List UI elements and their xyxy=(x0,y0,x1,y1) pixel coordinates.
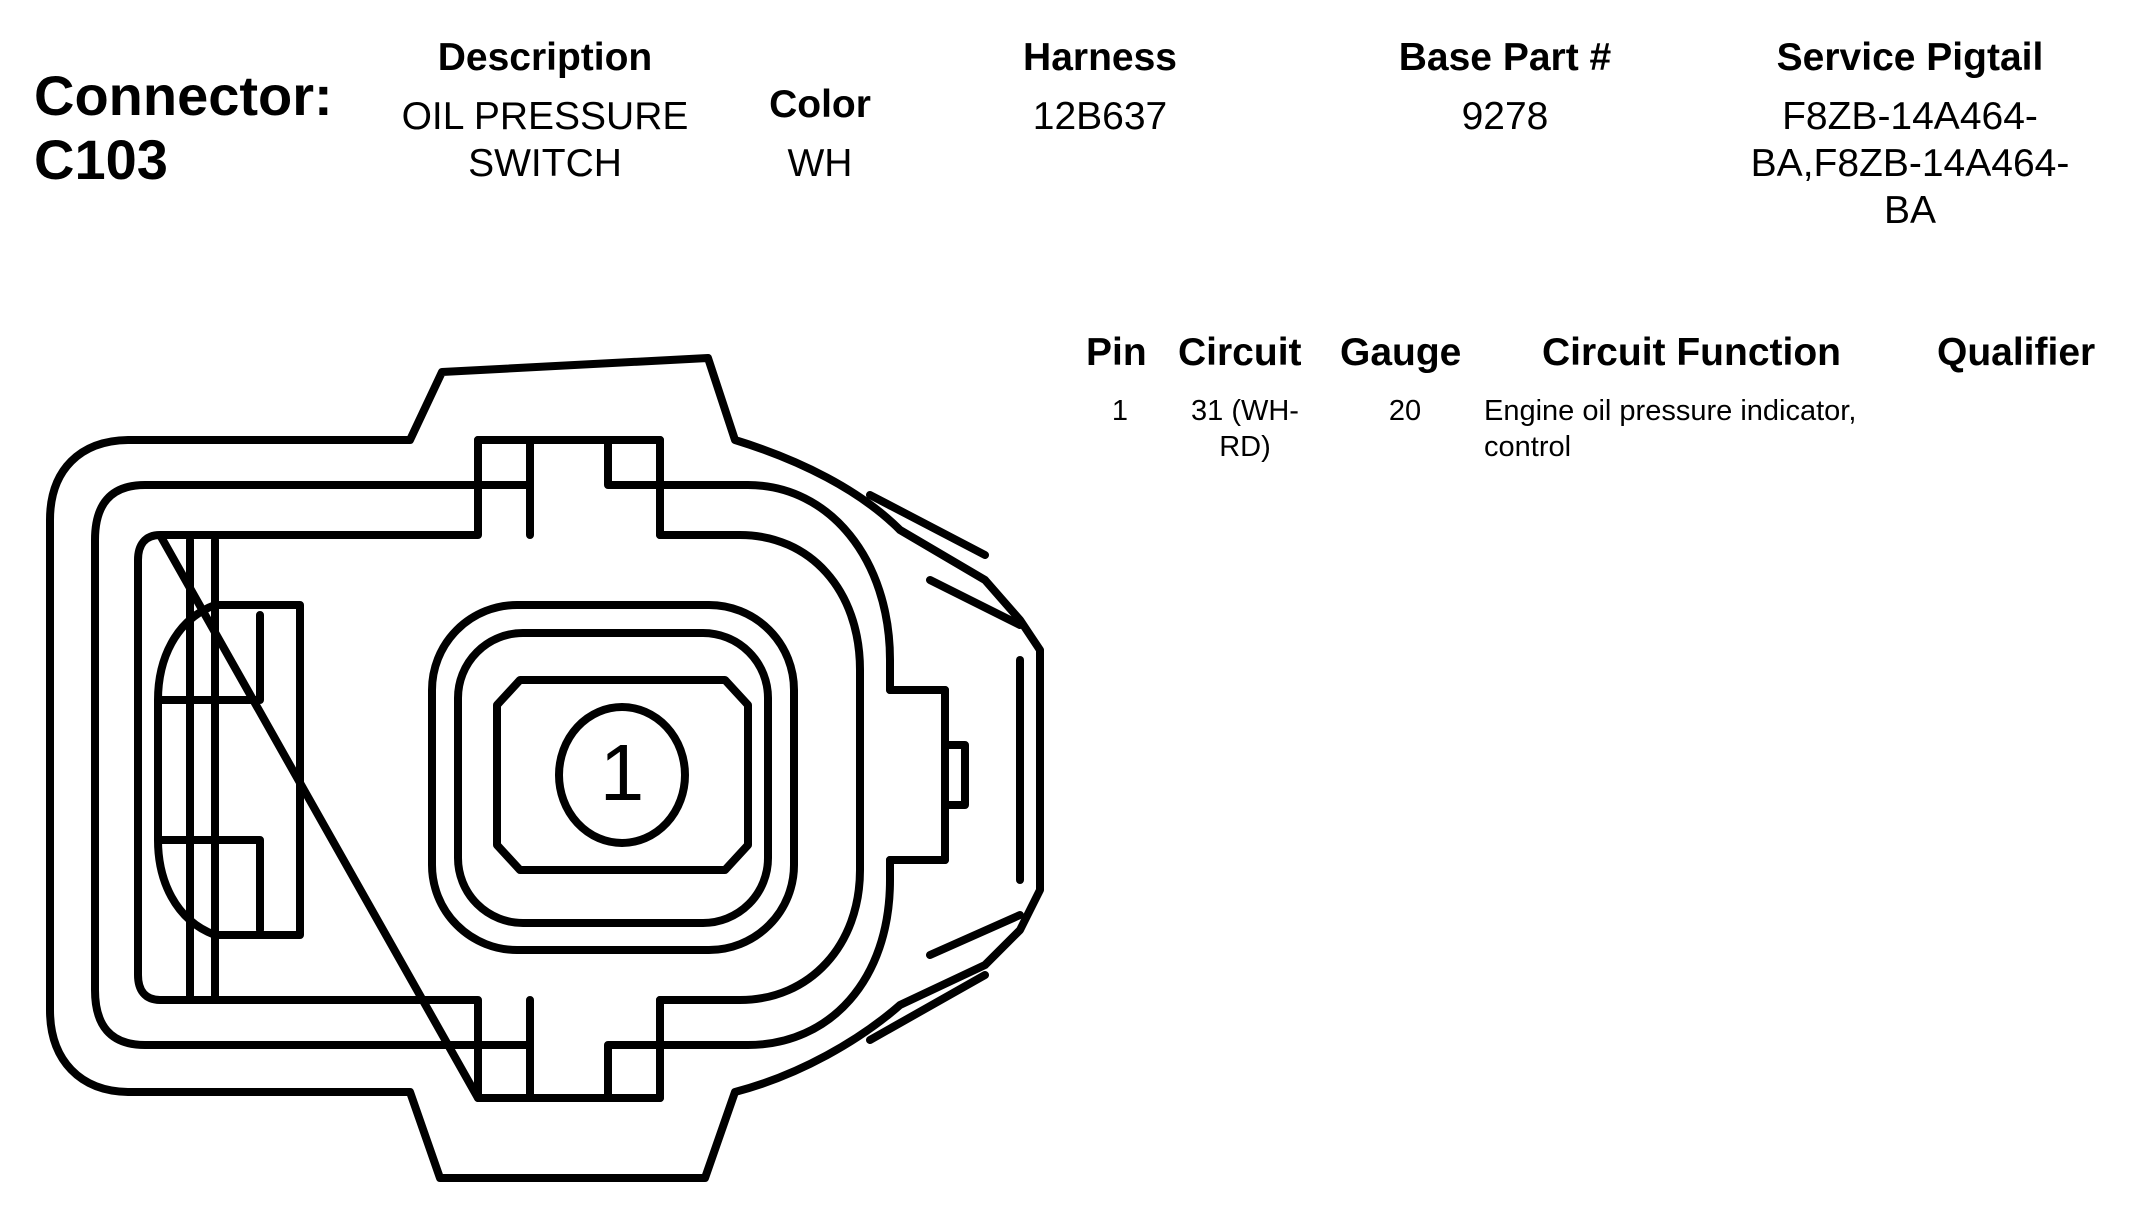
bottom-key-right xyxy=(604,996,664,1102)
connector-id: C103 xyxy=(34,128,168,191)
inner-frame xyxy=(91,436,949,1102)
pin-1-circle xyxy=(555,703,689,847)
circuit-function-column-header: Circuit Function xyxy=(1542,331,1841,374)
service-pigtail-line-2: BA,F8ZB-14A464- xyxy=(1750,142,2070,185)
harness-value: 12B637 xyxy=(1032,95,1168,138)
top-key-right xyxy=(604,436,664,539)
service-pigtail-line-1: F8ZB-14A464- xyxy=(1782,95,2038,138)
latch-line-lower-2 xyxy=(926,911,1024,959)
base-part-value: 9278 xyxy=(1461,95,1549,138)
circuit-column-header: Circuit xyxy=(1178,331,1302,374)
circuit-cell-line-2: RD) xyxy=(1219,431,1271,463)
right-latch-tab xyxy=(886,686,969,864)
pin-terminal-box xyxy=(493,676,752,874)
pin-cavity-outer xyxy=(428,601,798,954)
top-key-left xyxy=(474,436,534,539)
gauge-column-header: Gauge xyxy=(1340,331,1462,374)
service-pigtail-line-3: BA xyxy=(1883,189,1937,232)
housing-outer-outline xyxy=(46,354,1044,1182)
color-header: Color xyxy=(769,83,871,126)
pin-cavity-inner xyxy=(454,629,772,927)
pin-1-label: 1 xyxy=(600,728,645,817)
connector-title: Connector: C103 xyxy=(34,64,333,192)
latch-line-upper-2 xyxy=(926,576,1024,629)
circuit-function-cell: Engine oil pressure indicator, control xyxy=(1484,393,1924,465)
description-line-2: SWITCH xyxy=(468,142,622,185)
pin-column-header: Pin xyxy=(1086,331,1147,374)
harness-header: Harness xyxy=(1023,36,1177,79)
connector-label: Connector: xyxy=(34,64,333,127)
gauge-cell: 20 xyxy=(1388,395,1422,427)
circuit-cell-line-1: 31 (WH- xyxy=(1191,395,1299,427)
description-value: OIL PRESSURE SWITCH xyxy=(380,93,710,187)
description-header: Description xyxy=(437,36,653,79)
pin-cell: 1 xyxy=(1111,395,1129,427)
service-pigtail-value: F8ZB-14A464- BA,F8ZB-14A464- BA xyxy=(1720,93,2100,234)
description-line-1: OIL PRESSURE xyxy=(401,95,689,138)
latch-line-lower xyxy=(866,971,989,1044)
service-pigtail-header: Service Pigtail xyxy=(1776,36,2044,79)
left-latch-block xyxy=(154,601,304,939)
bottom-key-left xyxy=(474,996,534,1102)
color-value: WH xyxy=(787,142,853,185)
circuit-function-line-2: control xyxy=(1484,431,1572,463)
circuit-function-line-1: Engine oil pressure indicator, xyxy=(1484,395,1857,427)
qualifier-column-header: Qualifier xyxy=(1937,331,2096,374)
inner-frame-2 xyxy=(134,436,864,1102)
latch-line-upper xyxy=(866,491,989,559)
circuit-cell: 31 (WH- RD) xyxy=(1170,393,1320,465)
base-part-header: Base Part # xyxy=(1398,36,1612,79)
